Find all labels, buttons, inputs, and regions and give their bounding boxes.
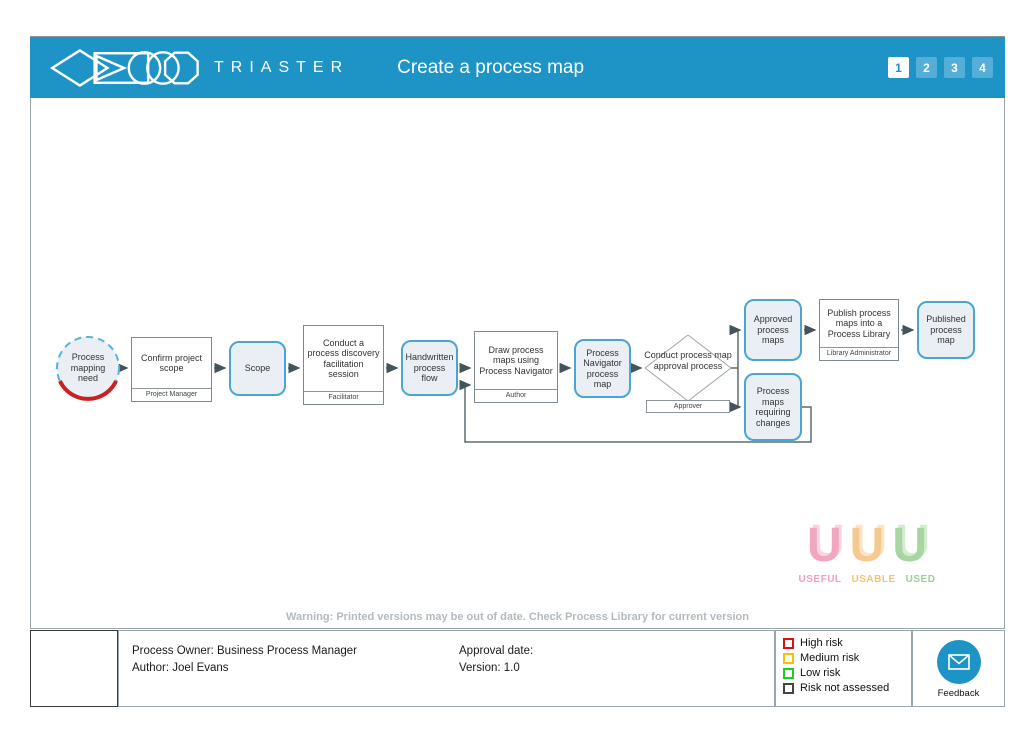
deliverable-label: Process Navigator process map (583, 347, 622, 390)
role-author: Author (475, 389, 557, 402)
page-title: Create a process map (397, 56, 585, 78)
low-risk-swatch-icon (783, 667, 794, 679)
risk-legend-box: High risk Medium risk Low risk Risk not … (775, 630, 912, 707)
activity-label: Conduct a process discovery facilitation… (307, 337, 380, 380)
role-facilitator: Facilitator (304, 391, 383, 404)
footer-empty-box (30, 630, 118, 707)
not-assessed-swatch-icon (783, 682, 794, 694)
role-approver: Approver (646, 400, 730, 413)
feedback-circle[interactable] (936, 640, 981, 684)
page-button-3[interactable]: 3 (944, 57, 965, 78)
deliverable-label: Process maps requiring changes (755, 386, 791, 428)
node-maps-requiring-changes: Process maps requiring changes (744, 373, 802, 441)
node-handwritten-process-flow: Handwritten process flow (401, 340, 458, 396)
node-published-process-map: Published process map (917, 301, 975, 359)
node-approved-process-maps: Approved process maps (744, 299, 802, 361)
usable-label: USABLE (851, 574, 896, 585)
useful-u-icon: U (806, 519, 842, 572)
connector-arrows (116, 324, 915, 443)
envelope-icon (947, 654, 970, 670)
deliverable-label: Approved process maps (753, 314, 793, 346)
triaster-logo-icon (50, 48, 199, 87)
warning-text: Warning: Printed versions may be out of … (286, 611, 749, 623)
version-text: Version: 1.0 (459, 662, 520, 674)
approval-date-text: Approval date: (459, 645, 534, 657)
used-u-icon: U (892, 519, 927, 572)
deliverable-label: Scope (244, 363, 271, 374)
legend-item-high-risk: High risk (783, 637, 911, 649)
useful-usable-used-logo: U U U USEFUL USABLE USED (787, 519, 947, 586)
feedback-label: Feedback (937, 688, 980, 699)
legend-item-low-risk: Low risk (783, 667, 911, 679)
high-risk-swatch-icon (783, 637, 794, 649)
feedback-button[interactable]: Feedback (912, 630, 1005, 707)
decision-label: Conduct process map approval process (644, 350, 732, 371)
diagram-canvas: Process mapping need Confirm project sco… (30, 98, 1005, 629)
activity-label: Draw process maps using Process Navigato… (479, 344, 553, 376)
brand-text: TRIASTER (214, 58, 350, 76)
page-nav: 1 2 3 4 (888, 57, 993, 78)
node-process-mapping-need: Process mapping need (55, 335, 121, 401)
page-button-4[interactable]: 4 (972, 57, 993, 78)
start-label: Process mapping need (70, 352, 106, 384)
role-project-manager: Project Manager (132, 388, 211, 401)
activity-label: Publish process maps into a Process Libr… (827, 307, 891, 339)
node-confirm-project-scope[interactable]: Confirm project scope Project Manager (131, 337, 212, 402)
legend-item-medium-risk: Medium risk (783, 652, 911, 664)
legend-label: Low risk (800, 667, 841, 679)
node-publish-process-maps[interactable]: Publish process maps into a Process Libr… (819, 299, 899, 361)
medium-risk-swatch-icon (783, 652, 794, 664)
node-draw-process-maps[interactable]: Draw process maps using Process Navigato… (474, 331, 558, 403)
header-bar: TRIASTER Create a process map 1 2 3 4 (30, 36, 1005, 98)
node-conduct-discovery-session[interactable]: Conduct a process discovery facilitation… (303, 325, 384, 405)
activity-label: Confirm project scope (140, 352, 203, 374)
legend-label: High risk (800, 637, 843, 649)
node-process-navigator-map: Process Navigator process map (574, 339, 631, 398)
useful-label: USEFUL (798, 574, 842, 585)
node-approval-decision[interactable]: Conduct process map approval process (644, 334, 732, 402)
legend-label: Risk not assessed (800, 682, 890, 694)
page-button-2[interactable]: 2 (916, 57, 937, 78)
used-label: USED (905, 574, 936, 585)
deliverable-label: Handwritten process flow (405, 352, 454, 384)
role-library-administrator: Library Administrator (820, 347, 898, 360)
node-scope: Scope (229, 341, 286, 396)
footer-info-box: Process Owner: Business Process Manager … (118, 630, 775, 707)
legend-label: Medium risk (800, 652, 860, 664)
deliverable-label: Published process map (926, 314, 966, 346)
legend-item-not-assessed: Risk not assessed (783, 682, 911, 694)
process-owner-text: Process Owner: Business Process Manager (132, 645, 357, 657)
usable-u-icon: U (849, 519, 885, 572)
author-text: Author: Joel Evans (132, 662, 229, 674)
start-circle-icon (56, 336, 120, 401)
page-button-1[interactable]: 1 (888, 57, 909, 78)
